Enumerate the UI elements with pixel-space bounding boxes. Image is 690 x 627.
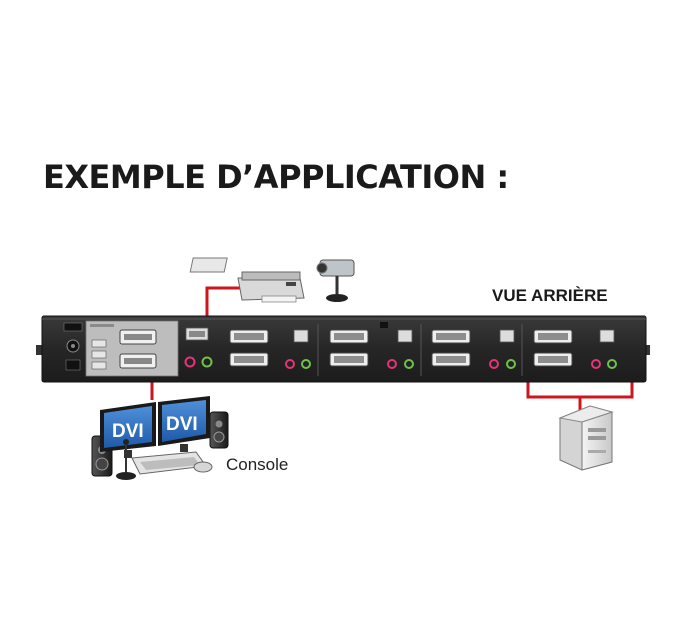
computer-port-group-4 bbox=[533, 329, 617, 369]
computer-port-group-1 bbox=[229, 324, 319, 376]
power-connector bbox=[63, 322, 83, 371]
monitor-2-label: DVI bbox=[166, 414, 198, 435]
monitor-1-label: DVI bbox=[112, 421, 144, 442]
kvm-rear-panel bbox=[36, 315, 650, 383]
cables bbox=[150, 286, 634, 410]
console-port-section bbox=[85, 320, 179, 377]
computer-port-group-3 bbox=[431, 324, 523, 376]
keyboard-icon bbox=[131, 451, 207, 475]
printer-cable bbox=[205, 286, 240, 322]
monitor-2: DVI bbox=[158, 396, 210, 452]
console-equipment: DVI DVI bbox=[91, 396, 229, 480]
computer-port-group-2 bbox=[329, 322, 422, 376]
webcam-icon bbox=[316, 259, 355, 302]
monitor-1: DVI bbox=[100, 402, 156, 458]
rear-view-label: VUE ARRIÈRE bbox=[492, 286, 608, 305]
printer-icon bbox=[189, 257, 305, 303]
page-title: EXEMPLE D’APPLICATION : bbox=[43, 158, 509, 196]
speaker-icon bbox=[209, 411, 229, 449]
console-usb-audio-ports bbox=[184, 327, 213, 368]
computer-tower-icon bbox=[558, 405, 614, 471]
microphone-icon bbox=[116, 439, 136, 480]
mouse-icon bbox=[193, 461, 213, 473]
console-label: Console bbox=[226, 455, 289, 474]
